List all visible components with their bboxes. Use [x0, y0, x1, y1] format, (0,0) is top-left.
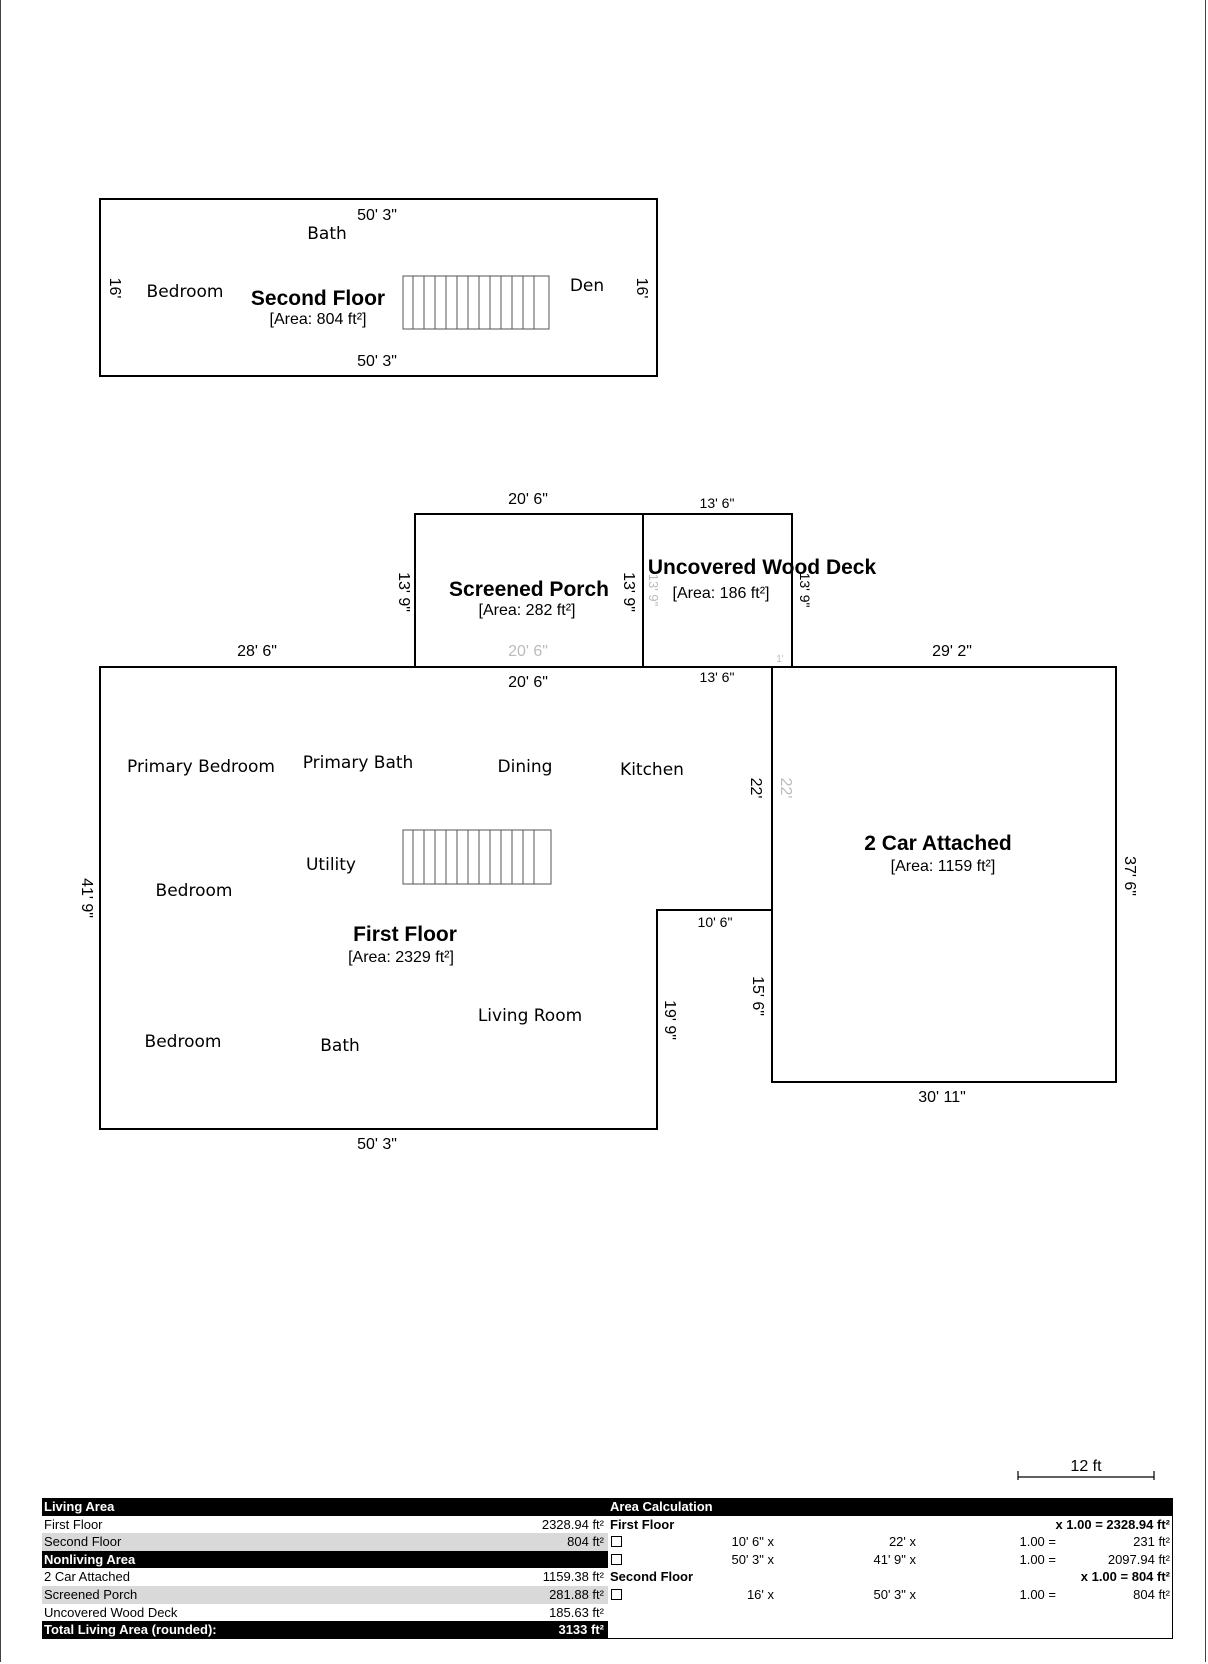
first-floor-stairs [402, 829, 552, 885]
calc-factor: 1.00 = [1019, 1534, 1056, 1550]
room-label-bedroom-upper: Bedroom [147, 282, 224, 302]
first-floor-dim-top-mid-right: 13' 6" [700, 669, 735, 685]
calc-section-name: Second Floor [610, 1569, 694, 1585]
calc-factor: 1.00 = [1019, 1586, 1056, 1602]
calc-factor: 1.00 = [1019, 1551, 1056, 1567]
room-label-dining: Dining [498, 757, 553, 777]
garage-dim-left-lower: 15' 6" [749, 976, 766, 1016]
nonliving-row-value: 281.88 ft² [549, 1586, 604, 1602]
first-floor-title: First Floor [353, 923, 457, 946]
room-label-bedroom-2: Bedroom [145, 1032, 222, 1052]
calc-dim-a: 16' x [746, 1586, 774, 1602]
room-label-primary-bedroom: Primary Bedroom [127, 757, 275, 777]
calc-section-name: First Floor [610, 1516, 675, 1532]
calc-dim-b: 22' x [888, 1534, 916, 1550]
calc-dim-b: 50' 3" x [873, 1586, 916, 1602]
calc-section-total: x 1.00 = 2328.94 ft² [1055, 1516, 1170, 1532]
total-living-area-value: 3133 ft² [558, 1622, 604, 1638]
second-floor-dim-right: 16' [633, 278, 650, 299]
scale-bar [1017, 1471, 1155, 1480]
room-label-primary-bath: Primary Bath [303, 753, 414, 773]
second-floor-outline [99, 198, 658, 377]
first-floor-dim-step-horizontal: 10' 6" [698, 914, 733, 930]
area-table: Living Area Area Calculation First Floor… [42, 1498, 1173, 1639]
scale-label: 12 ft [1070, 1458, 1102, 1475]
nonliving-row-name: Screened Porch [44, 1586, 138, 1602]
garage-dim-bottom: 30' 11" [918, 1089, 966, 1106]
wood-deck-title: Uncovered Wood Deck [648, 556, 877, 579]
wood-deck-outline [642, 513, 793, 668]
calc-dim-a: 50' 3" x [731, 1551, 774, 1567]
deck-dim-left-ghost: 13' 9" [646, 574, 661, 607]
deck-dim-corner-ghost: 1' [776, 654, 784, 665]
first-floor-dim-top-mid: 20' 6" [508, 674, 548, 691]
garage-dim-right: 37' 6" [1121, 856, 1138, 896]
nonliving-row-value: 1159.38 ft² [542, 1569, 604, 1585]
table-row: Second Floor 804 ft² 10' 6" x 22' x 1.00 = 2… [42, 1533, 1173, 1551]
nonliving-row-name: Uncovered Wood Deck [44, 1604, 178, 1620]
first-floor-dim-bottom: 50' 3" [357, 1136, 397, 1153]
porch-dim-right: 13' 9" [620, 572, 637, 612]
calc-dim-b: 41' 9" x [873, 1551, 916, 1567]
nonliving-row-name: 2 Car Attached [44, 1569, 130, 1585]
porch-dim-left: 13' 9" [395, 572, 412, 612]
table-row: Uncovered Wood Deck 185.63 ft² [42, 1603, 1173, 1622]
first-floor-dim-left: 41' 9" [78, 878, 95, 918]
screened-porch-title: Screened Porch [449, 578, 609, 601]
deck-dim-right: 13' 9" [797, 573, 813, 608]
room-label-living-room: Living Room [478, 1006, 582, 1026]
calc-row-checkbox[interactable] [611, 1536, 622, 1548]
second-floor-area: [Area: 804 ft²] [270, 311, 367, 328]
porch-dim-top: 20' 6" [508, 491, 548, 508]
floor-plan-diagram: 50' 3" 50' 3" 16' 16' Bath Bedroom Den S… [78, 198, 1155, 1480]
table-row: Living Area Area Calculation [42, 1498, 1173, 1516]
wood-deck-area: [Area: 186 ft²] [673, 585, 770, 602]
room-label-kitchen: Kitchen [620, 760, 684, 780]
calc-dim-a: 10' 6" x [731, 1534, 774, 1550]
porch-dim-bottom-ghost: 20' 6" [508, 643, 548, 660]
nonliving-area-header: Nonliving Area [44, 1551, 136, 1567]
calc-row-checkbox[interactable] [611, 1553, 622, 1565]
garage-area: [Area: 1159 ft²] [891, 858, 996, 875]
first-floor-dim-step-vertical: 19' 9" [661, 1000, 678, 1040]
area-calculation-header: Area Calculation [610, 1499, 713, 1514]
second-floor-dim-bottom: 50' 3" [357, 353, 397, 370]
total-living-area-label: Total Living Area (rounded): [44, 1622, 217, 1638]
calc-result: 804 ft² [1133, 1586, 1170, 1602]
garage-title: 2 Car Attached [864, 832, 1011, 855]
garage-outline [771, 666, 1117, 1083]
second-floor-title: Second Floor [251, 287, 385, 310]
garage-dim-top: 29' 2" [932, 643, 972, 660]
table-row: Total Living Area (rounded): 3133 ft² [42, 1621, 1173, 1639]
second-floor-stairs [402, 275, 550, 330]
calc-result: 2097.94 ft² [1107, 1551, 1170, 1567]
first-floor-area: [Area: 2329 ft²] [348, 949, 454, 966]
living-row-name: First Floor [44, 1516, 103, 1532]
room-label-den: Den [570, 276, 604, 296]
second-floor-dim-left: 16' [106, 278, 123, 299]
room-label-utility: Utility [306, 855, 356, 875]
table-row: Screened Porch 281.88 ft² 16' x 50' 3" x 1.… [42, 1585, 1173, 1604]
first-floor-dim-east-wall: 22' [747, 778, 764, 799]
living-row-name: Second Floor [44, 1534, 122, 1550]
table-row: 2 Car Attached 1159.38 ft² Second Floor x … [42, 1568, 1173, 1586]
table-row: First Floor 2328.94 ft² First Floor x 1.00… [42, 1515, 1173, 1534]
nonliving-row-value: 185.63 ft² [549, 1604, 604, 1620]
calc-row-checkbox[interactable] [611, 1588, 622, 1600]
room-label-bath-upper: Bath [307, 224, 347, 244]
room-label-bedroom-1: Bedroom [156, 881, 233, 901]
second-floor-dim-top: 50' 3" [357, 207, 397, 224]
living-row-value: 804 ft² [567, 1534, 604, 1550]
living-row-value: 2328.94 ft² [541, 1516, 604, 1532]
calc-result: 231 ft² [1133, 1534, 1170, 1550]
living-area-header: Living Area [44, 1499, 115, 1514]
screened-porch-area: [Area: 282 ft²] [479, 602, 576, 619]
first-floor-dim-east-wall-ghost: 22' [777, 778, 794, 799]
deck-dim-top: 13' 6" [700, 495, 735, 511]
room-label-bath-lower: Bath [320, 1036, 360, 1056]
table-row: Nonliving Area 50' 3" x 41' 9" x 1.00 = 209… [42, 1550, 1173, 1569]
calc-section-total: x 1.00 = 804 ft² [1080, 1569, 1170, 1585]
first-floor-dim-top-left: 28' 6" [237, 643, 277, 660]
